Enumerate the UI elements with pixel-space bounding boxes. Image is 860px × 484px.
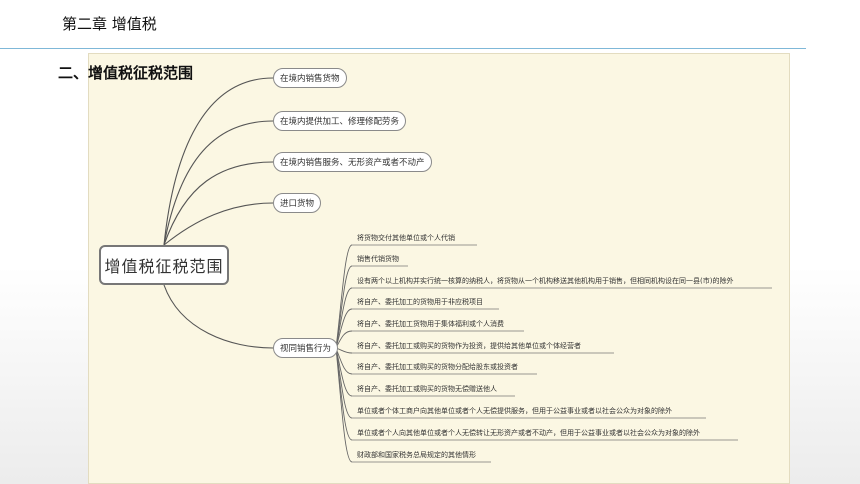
deemed-sale-item: 销售代销货物 <box>357 255 399 263</box>
link-branch-2 <box>163 120 274 246</box>
deemed-sale-item: 财政部和国家税务总局规定的其他情形 <box>357 451 476 459</box>
link-branch-1 <box>163 77 274 246</box>
deemed-sale-item: 将自产、委托加工或购买的货物无偿赠送他人 <box>357 385 497 393</box>
chapter-title: 第二章 增值税 <box>62 15 157 33</box>
deemed-sale-item: 将货物交付其他单位或个人代销 <box>357 234 455 242</box>
branch-imported-goods: 进口货物 <box>273 193 322 213</box>
header-divider <box>0 48 806 49</box>
link-branch-3 <box>163 161 274 246</box>
branch-services-assets: 在境内销售服务、无形资产或者不动产 <box>273 152 432 172</box>
deemed-sale-item: 设有两个以上机构并实行统一核算的纳税人，将货物从一个机构移送其他机构用于销售，但… <box>357 277 734 285</box>
mindmap-root-node: 增值税征税范围 <box>99 245 229 285</box>
deemed-sale-item: 将自产、委托加工或购买的货物作为投资，提供给其他单位或个体经营者 <box>357 342 581 350</box>
deemed-sale-item: 单位或者个人向其他单位或者个人无偿转让无形资产或者不动产，但用于公益事业或者以社… <box>357 429 700 437</box>
section-title: 二、增值税征税范围 <box>58 64 194 82</box>
branch-deemed-sales: 视同销售行为 <box>273 338 339 358</box>
deemed-sale-item: 将自产、委托加工或购买的货物分配给股东或投资者 <box>357 363 518 371</box>
branch-processing-services: 在境内提供加工、修理修配劳务 <box>273 111 407 131</box>
branch-domestic-goods: 在境内销售货物 <box>273 68 347 88</box>
link-branch-5 <box>163 284 274 349</box>
link-branch-4 <box>163 202 274 246</box>
deemed-sale-item: 将自产、委托加工货物用于集体福利或个人消费 <box>357 320 504 328</box>
deemed-sale-item: 单位或者个体工商户向其他单位或者个人无偿提供服务，但用于公益事业或者以社会公众为… <box>357 407 672 415</box>
deemed-sale-item: 将自产、委托加工的货物用于非应税项目 <box>357 298 483 306</box>
